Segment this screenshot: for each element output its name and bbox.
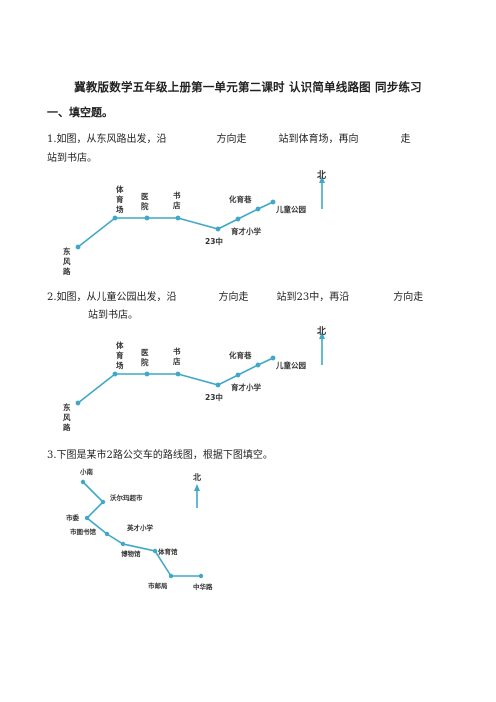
label-tiyuchang-1: 体 (116, 340, 124, 350)
stop-ertong (270, 355, 276, 361)
label-yiyuan-1: 医 (141, 348, 149, 357)
label-23zhong: 23中 (205, 392, 223, 402)
label-tiyuchang-3: 场 (116, 360, 124, 370)
label-tiyuguan: 体育馆 (158, 547, 178, 556)
q1-text-2: 方向走 (216, 134, 247, 145)
stop-shitushu (104, 531, 110, 537)
label-huayu: 化育巷 (229, 194, 252, 204)
stop-23zhong (215, 382, 221, 388)
label-yiyuan-2: 院 (141, 357, 149, 367)
stop-tiyuguan (152, 548, 158, 554)
stop-zhonghua (198, 573, 204, 579)
north-arrowhead-3 (194, 484, 200, 491)
north-arrowhead-1 (319, 176, 325, 183)
label-yucai: 育才小学 (231, 226, 261, 236)
page-title: 冀教版数学五年级上册第一单元第二课时 认识简单线路图 同步练习 (74, 80, 422, 94)
stop-shudian (175, 371, 181, 377)
q2-text-3: 站到23中，再沿 (276, 292, 350, 303)
question-1-line-1: 1.如图，从东风路出发，沿 方向走 站到体育场，再向 走 (47, 130, 411, 145)
label-ertong: 儿童公园 (275, 360, 306, 370)
label-yucai: 育才小学 (231, 382, 261, 392)
bus-route-map: 北 小南 沃尔玛超市 市委 市图书馆 英才小学 博物馆 体育馆 市邮局 中华路 (66, 467, 213, 591)
stop-huayu (255, 362, 261, 368)
route-line-2 (77, 357, 274, 404)
label-yiyuan-1: 医 (141, 192, 149, 201)
stop-yucai (235, 216, 241, 222)
q1-text-3: 站到体育场，再向 (278, 134, 359, 145)
stop-huayu (255, 206, 261, 212)
stop-tiyuchang (112, 215, 118, 221)
q1-text-5: 站到书店。 (47, 153, 97, 164)
stop-23zhong (215, 226, 221, 232)
stop-woerma (100, 499, 106, 505)
label-23zhong: 23中 (205, 236, 223, 246)
label-xiaonan: 小南 (79, 467, 94, 476)
north-arrowhead-2 (319, 332, 325, 339)
label-zhonghua: 中华路 (193, 582, 213, 591)
q3-text: 3.下图是某市2路公交车的路线图，根据下图填空。 (47, 450, 273, 461)
label-shudian-1: 书 (173, 190, 181, 200)
label-tiyuchang-2: 育 (116, 350, 124, 360)
question-3: 3.下图是某市2路公交车的路线图，根据下图填空。 (47, 446, 273, 461)
label-youzheng: 市邮局 (148, 581, 168, 590)
label-tiyuchang-1: 体 (116, 184, 124, 194)
north-label-3: 北 (193, 472, 201, 482)
stop-dongfeng (75, 400, 81, 406)
label-shiwei: 市委 (66, 513, 80, 522)
q1-text-1: 1.如图，从东风路出发，沿 (47, 134, 167, 145)
stop-yucai (235, 372, 241, 378)
route-map-2: 北 东 风 路 体 育 场 医 院 书 店 23中 育才小学 化育巷 儿童公园 (63, 325, 326, 432)
north-label-1: 北 (317, 169, 326, 181)
q1-text-4: 走 (400, 134, 411, 145)
route-map-1: 北 东 风 路 体 育 场 医 院 书 店 23中 育才小学 化育巷 儿童公园 (63, 169, 326, 276)
label-woerma: 沃尔玛超市 (110, 493, 143, 502)
label-yingcai: 英才小学 (126, 523, 154, 532)
q2-text-5: 站到书店。 (88, 310, 138, 321)
q2-text-1: 2.如图，从儿童公园出发，沿 (47, 292, 177, 303)
stop-yingcai (120, 541, 126, 547)
label-ertong: 儿童公园 (275, 204, 306, 214)
label-tiyuchang-3: 场 (116, 204, 124, 214)
label-dongfeng-3: 路 (63, 266, 71, 276)
label-dongfeng-1: 东 (63, 402, 71, 412)
north-label-2: 北 (317, 325, 326, 337)
question-2-line-2: 站到书店。 (88, 306, 138, 321)
stop-yiyuan (144, 215, 150, 221)
route-line-1 (77, 201, 274, 248)
label-shudian-2: 店 (173, 200, 181, 210)
question-2-line-1: 2.如图，从儿童公园出发，沿 方向走 站到23中，再沿 方向走 (47, 288, 423, 303)
section-heading: 一、填空题。 (47, 106, 113, 119)
label-shudian-2: 店 (173, 356, 181, 366)
bus-route-line (82, 481, 201, 577)
label-dongfeng-3: 路 (63, 422, 71, 432)
label-huayu: 化育巷 (229, 350, 252, 360)
label-yiyuan-2: 院 (141, 201, 149, 211)
label-dongfeng-2: 风 (63, 413, 71, 422)
q2-text-2: 方向走 (218, 292, 249, 303)
label-tiyuchang-2: 育 (116, 194, 124, 204)
stop-yiyuan (144, 371, 150, 377)
label-dongfeng-2: 风 (63, 257, 71, 266)
stop-dongfeng (75, 244, 81, 250)
stop-xiaonan (80, 479, 86, 485)
label-shudian-1: 书 (173, 346, 181, 356)
stop-ertong (270, 199, 276, 205)
stop-tiyuchang (112, 371, 118, 377)
label-shitushu: 市图书馆 (70, 527, 97, 536)
stop-shudian (175, 215, 181, 221)
stop-youzheng (168, 573, 174, 579)
question-1-line-2: 站到书店。 (47, 149, 97, 164)
label-dongfeng-1: 东 (63, 246, 71, 256)
q2-text-4: 方向走 (393, 292, 424, 303)
stop-shiwei (84, 515, 90, 521)
label-bowuguan: 博物馆 (121, 549, 141, 558)
